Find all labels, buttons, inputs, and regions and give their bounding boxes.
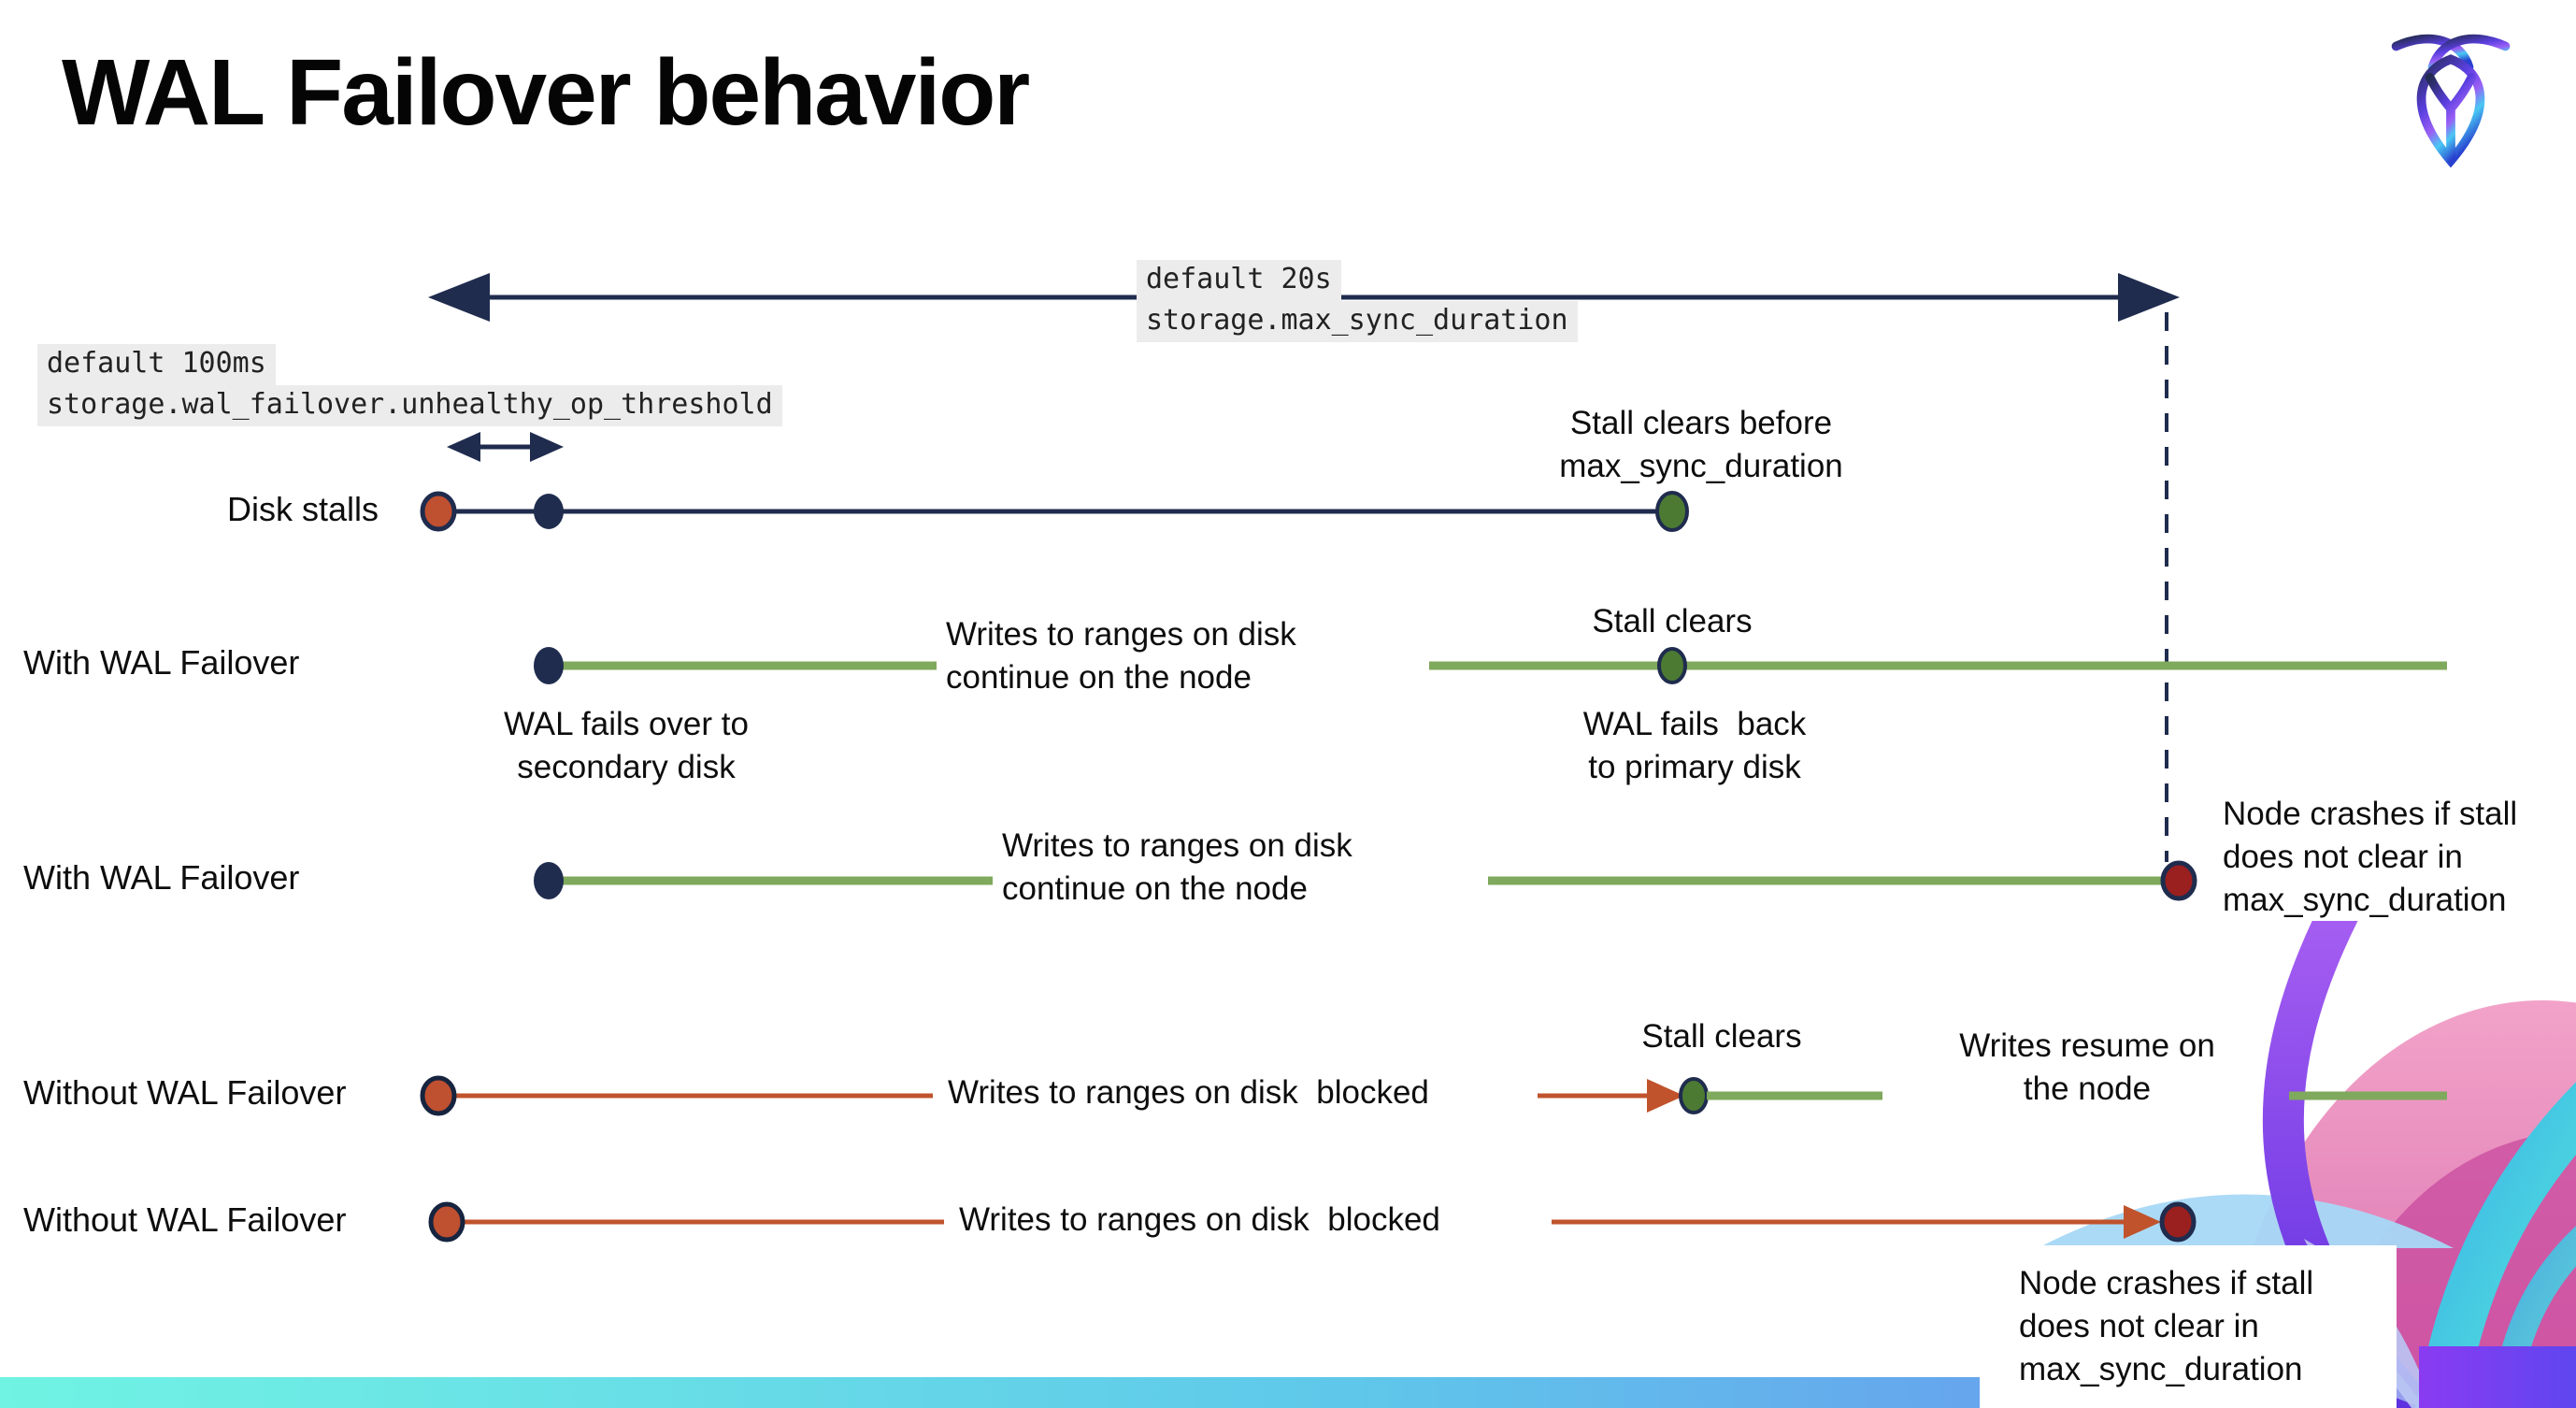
caption-writes-continue-1: Writes to ranges on disk continue on the… bbox=[946, 616, 1296, 696]
row4-stall-clears-dot bbox=[1679, 1077, 1709, 1114]
threshold-default-value: default 100ms bbox=[37, 344, 276, 385]
caption-writes-resume: Writes resume on the node bbox=[1959, 1027, 2215, 1107]
caption-wal-fails-back: WAL fails back to primary disk bbox=[1582, 706, 1807, 785]
row3-crash-dot bbox=[2160, 860, 2197, 901]
row-label-without-wal-failover-2: Without WAL Failover bbox=[23, 1200, 347, 1239]
node-crashes-note-box: Node crashes if stall does not clear in … bbox=[1980, 1245, 2397, 1408]
row1-threshold-dot bbox=[534, 494, 564, 529]
max-sync-default-value: default 20s bbox=[1137, 260, 1341, 301]
arrowhead-left-small-icon bbox=[447, 432, 480, 462]
max-sync-duration-label: default 20s storage.max_sync_duration bbox=[1137, 260, 1578, 342]
row-label-with-wal-failover-1: With WAL Failover bbox=[23, 643, 300, 682]
page-title: WAL Failover behavior bbox=[62, 40, 1030, 145]
row5-crash-dot bbox=[2159, 1201, 2197, 1243]
row1-stall-clears-dot bbox=[1655, 491, 1689, 532]
row5-red-arrowhead-icon bbox=[2124, 1205, 2161, 1239]
row5-stall-start-dot bbox=[428, 1201, 465, 1243]
row4-stall-start-dot bbox=[420, 1075, 457, 1116]
art-pale-blue-arc bbox=[2038, 1194, 2454, 1248]
row-label-with-wal-failover-2: With WAL Failover bbox=[23, 858, 300, 897]
caption-writes-blocked-1: Writes to ranges on disk blocked bbox=[948, 1074, 1429, 1111]
row2-stall-clears-dot bbox=[1657, 647, 1687, 684]
arrowhead-right-small-icon bbox=[530, 432, 564, 462]
row2-failover-dot bbox=[534, 647, 564, 684]
row4-red-arrowhead-icon bbox=[1647, 1079, 1684, 1113]
caption-node-crashes-2: Node crashes if stall does not clear in … bbox=[2019, 1265, 2314, 1387]
caption-stall-clears-2: Stall clears bbox=[1641, 1018, 1802, 1055]
row-label-without-wal-failover-1: Without WAL Failover bbox=[23, 1073, 347, 1112]
row3-failover-dot bbox=[534, 862, 564, 899]
cockroachdb-logo-icon bbox=[2385, 28, 2516, 178]
art-bottom-band bbox=[2419, 1346, 2576, 1408]
caption-writes-continue-2: Writes to ranges on disk continue on the… bbox=[1002, 827, 1352, 907]
caption-stall-clears-1: Stall clears bbox=[1592, 603, 1753, 639]
arrowhead-right-icon bbox=[2118, 273, 2180, 322]
caption-stall-clears-before: Stall clears before max_sync_duration bbox=[1559, 405, 1843, 484]
caption-wal-fails-over: WAL fails over to secondary disk bbox=[504, 706, 749, 785]
caption-node-crashes-1: Node crashes if stall does not clear in … bbox=[2223, 796, 2518, 918]
threshold-setting-name: storage.wal_failover.unhealthy_op_thresh… bbox=[37, 385, 782, 426]
row-label-disk-stalls: Disk stalls bbox=[227, 490, 379, 528]
max-sync-setting-name: storage.max_sync_duration bbox=[1137, 301, 1578, 342]
unhealthy-op-threshold-label: default 100ms storage.wal_failover.unhea… bbox=[37, 344, 782, 426]
arrowhead-left-icon bbox=[428, 273, 490, 322]
caption-writes-blocked-2: Writes to ranges on disk blocked bbox=[959, 1201, 1440, 1238]
row1-stall-start-dot bbox=[420, 491, 457, 532]
